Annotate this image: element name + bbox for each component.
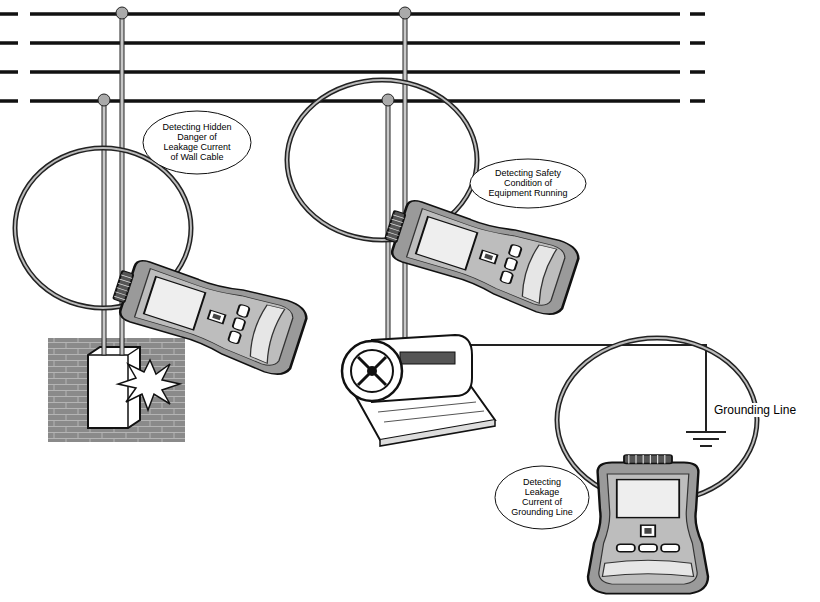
cable-poles	[98, 94, 110, 106]
power-lines	[0, 41, 705, 45]
callout-text: Detecting Leakage Current of Grounding L…	[509, 477, 575, 517]
meter-body	[106, 249, 310, 379]
ellipse-outline	[143, 111, 251, 174]
grounding-wire	[468, 345, 726, 446]
clamp-meter	[557, 338, 757, 594]
callout-ellipse: Detecting Hidden Danger of Leakage Curre…	[142, 110, 252, 175]
motor-equipment	[358, 357, 386, 385]
power-lines	[0, 70, 705, 74]
motor-equipment	[367, 366, 377, 376]
callout-text: Detecting Hidden Danger of Leakage Curre…	[159, 122, 235, 162]
motor-equipment	[342, 341, 402, 401]
power-lines	[0, 14, 705, 101]
cable-poles	[116, 7, 128, 19]
cable-poles	[403, 14, 407, 344]
motor-equipment	[351, 350, 393, 392]
ellipse-outline	[495, 466, 589, 529]
line-label: Grounding Line	[713, 403, 797, 417]
ellipse-outline	[470, 159, 586, 208]
motor-equipment	[342, 335, 495, 446]
grounding-wire	[468, 345, 706, 432]
clamp-meter	[15, 148, 310, 379]
grounding-wire	[686, 432, 726, 446]
wall	[48, 338, 185, 442]
motor-equipment	[380, 420, 495, 446]
meter-body	[378, 189, 582, 319]
motor-equipment	[400, 352, 455, 364]
wall	[48, 338, 185, 442]
power-lines	[0, 12, 705, 16]
meter-body	[588, 455, 708, 594]
cable-poles	[382, 94, 394, 106]
cable-poles	[102, 101, 106, 355]
wall	[118, 360, 180, 410]
callout-text: Detecting Safety Condition of Equipment …	[487, 168, 569, 198]
cable-poles	[399, 7, 411, 19]
callout-ellipse: Detecting Leakage Current of Grounding L…	[494, 465, 590, 530]
callout-ellipse: Detecting Safety Condition of Equipment …	[469, 158, 587, 209]
